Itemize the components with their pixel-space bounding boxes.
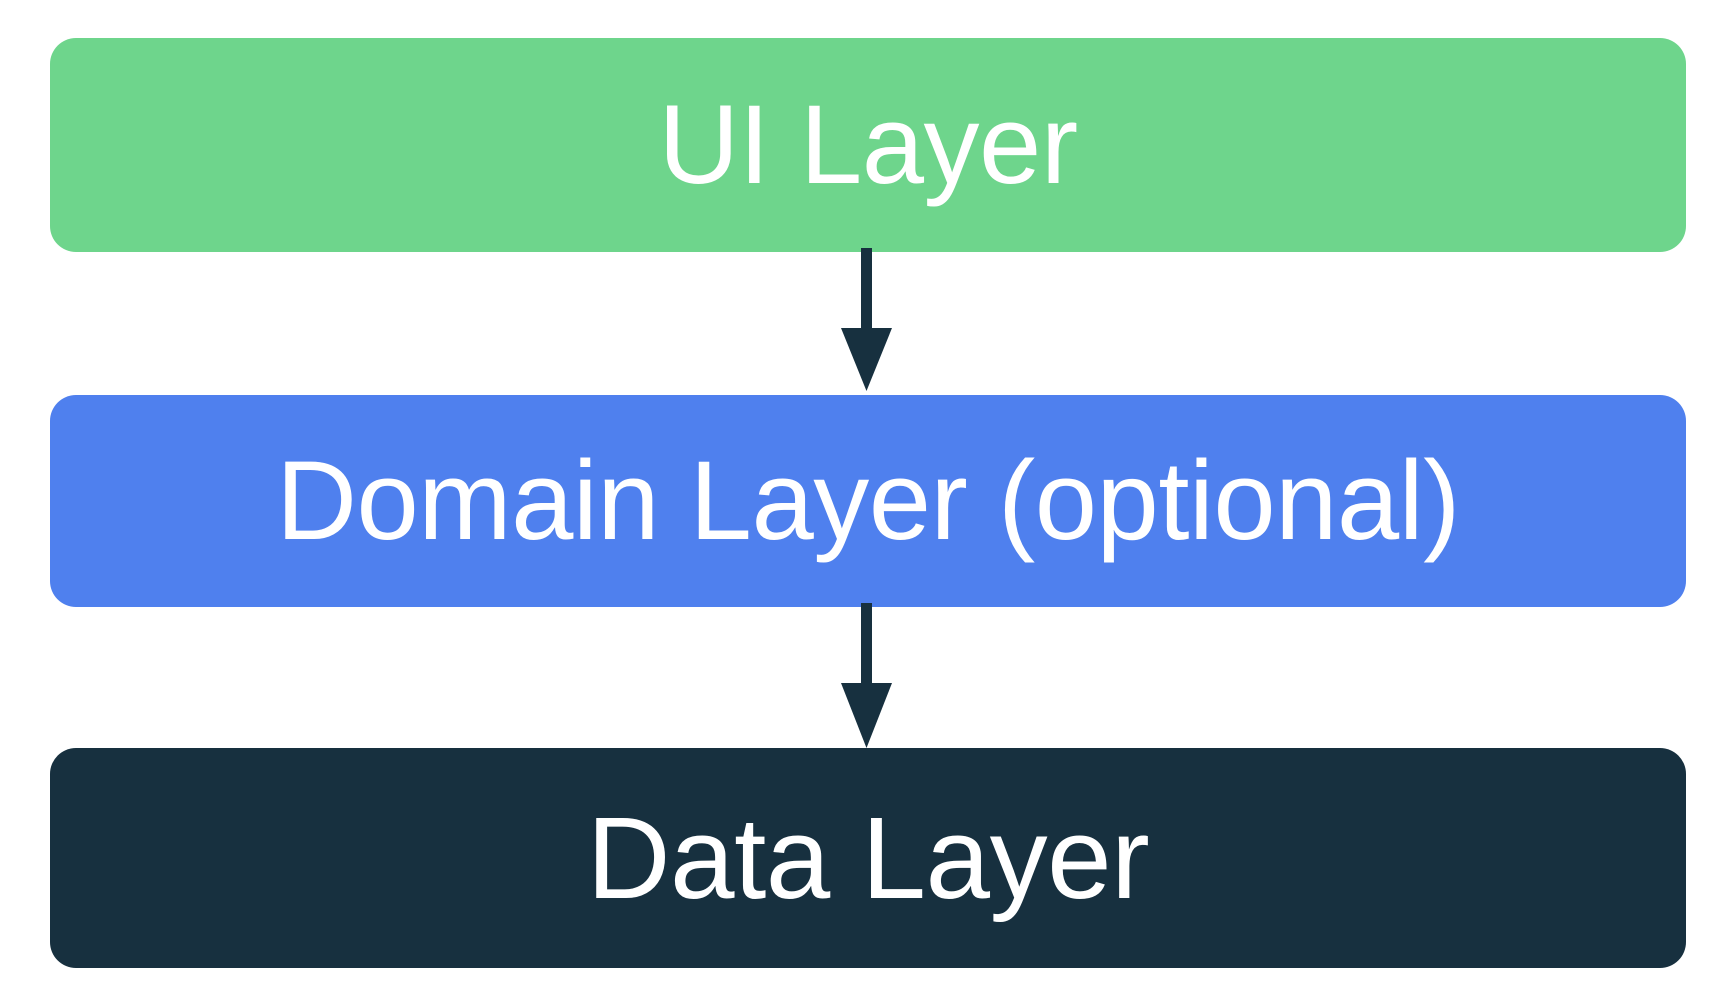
arrow-domain-to-data <box>0 603 1725 751</box>
layer-box-data[interactable]: Data Layer <box>50 748 1686 968</box>
layer-label-domain: Domain Layer (optional) <box>276 438 1460 563</box>
layer-label-ui: UI Layer <box>658 82 1078 207</box>
layer-label-data: Data Layer <box>586 793 1150 923</box>
arrow-domain-to-data-icon <box>841 603 892 748</box>
layer-box-ui[interactable]: UI Layer <box>50 38 1686 252</box>
arrow-ui-to-domain <box>0 248 1725 396</box>
arrow-ui-to-domain-icon <box>841 248 892 391</box>
layer-box-domain[interactable]: Domain Layer (optional) <box>50 395 1686 607</box>
